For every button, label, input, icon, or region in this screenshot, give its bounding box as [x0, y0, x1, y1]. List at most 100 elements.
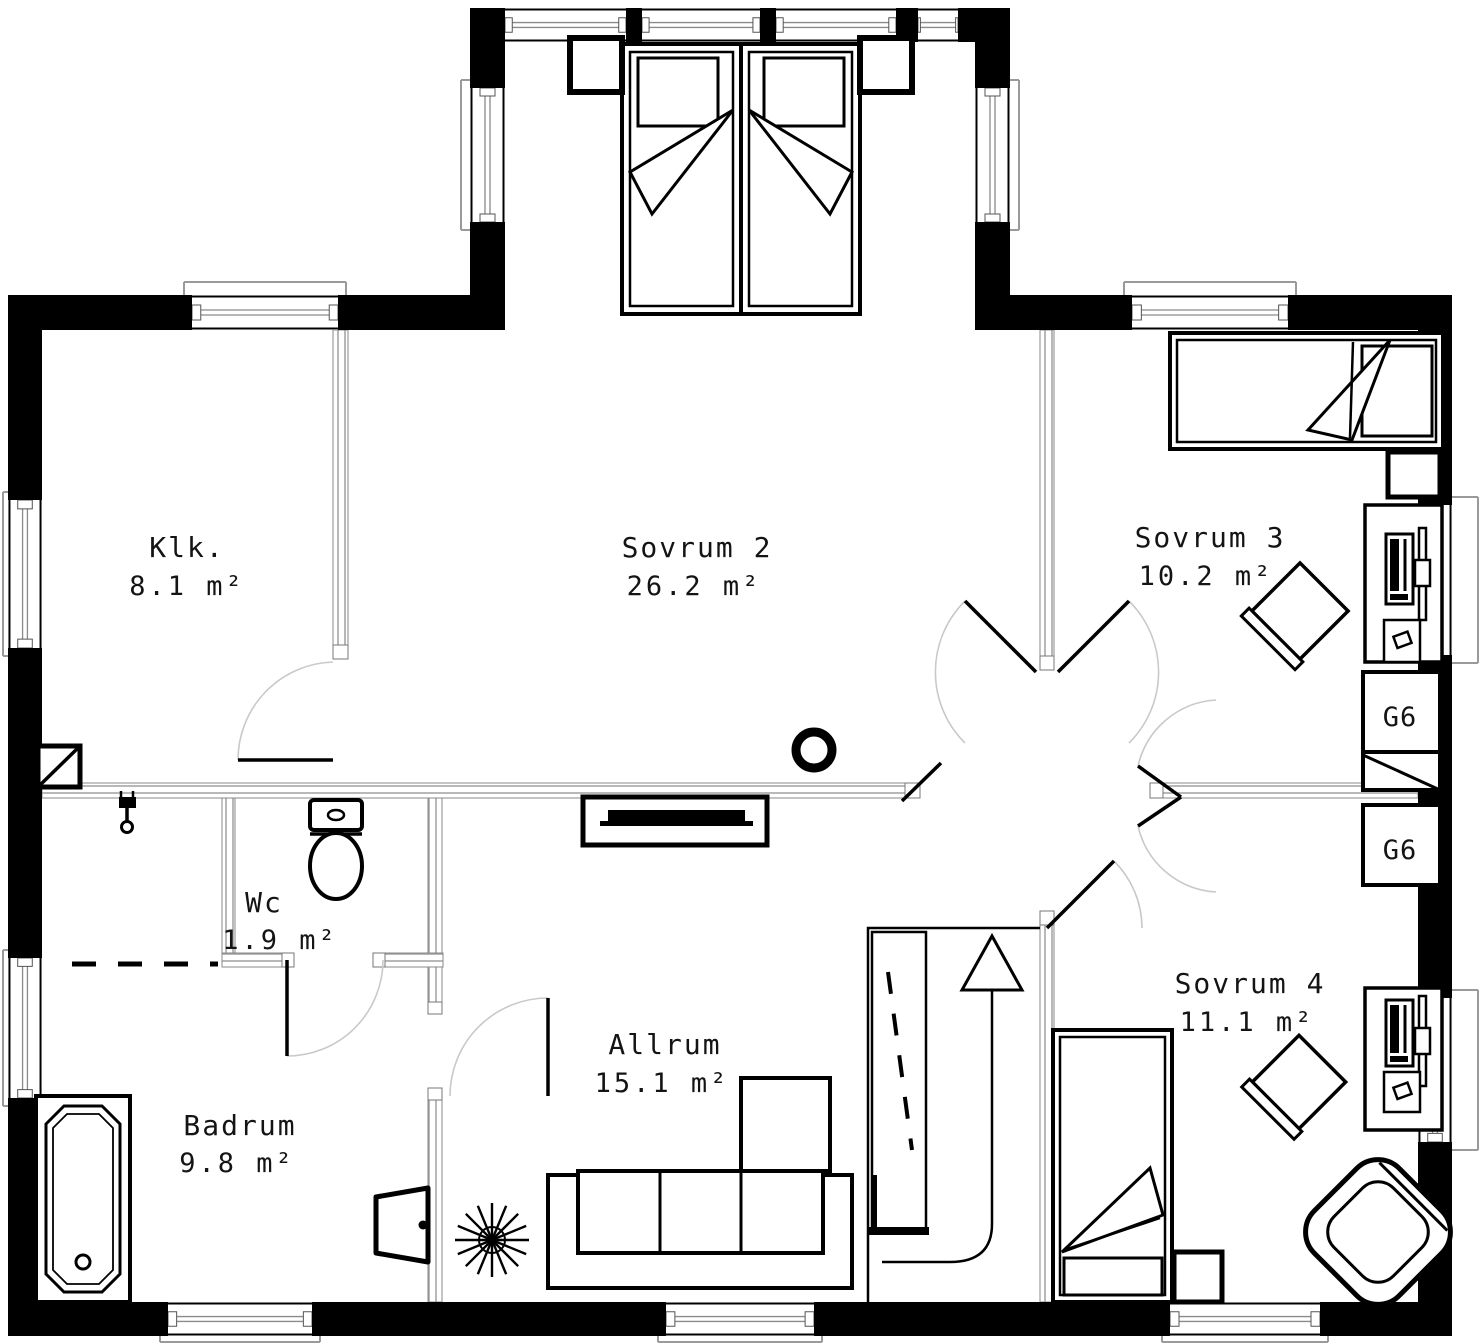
pillow [636, 56, 720, 128]
wall-wc-south-east [384, 952, 444, 968]
interior-walls [41, 329, 1419, 1303]
jamb-cap [1149, 782, 1164, 799]
pillow [762, 56, 846, 128]
room-area-wc: 1.9 m² [222, 925, 338, 956]
mouse-icon [1391, 1081, 1414, 1101]
jamb-cap [1039, 655, 1055, 671]
jamb-cap [332, 644, 349, 660]
room-label-sovrum2: Sovrum 2 [622, 531, 773, 564]
nightstand [857, 35, 915, 95]
window [470, 88, 505, 222]
room-label-klk: Klk. [149, 531, 224, 564]
room-area-allrum: 15.1 m² [595, 1068, 730, 1099]
window-sill [1161, 1336, 1329, 1343]
double-bed-sovrum2 [620, 42, 862, 316]
toilet [308, 798, 364, 901]
tv-bench [580, 794, 770, 848]
window [168, 1302, 312, 1336]
single-bed-sovrum4 [1051, 1028, 1174, 1304]
bathtub [34, 1094, 132, 1304]
stair-arrow-head-icon [959, 932, 1025, 992]
room-label-sovrum3: Sovrum 3 [1135, 521, 1286, 554]
sofa-seats [576, 1169, 825, 1255]
wardrobe-g6-upper [1361, 670, 1442, 754]
sofa [546, 1076, 854, 1290]
jamb-cap [427, 1087, 443, 1101]
window [666, 1302, 814, 1336]
window-sill [1123, 281, 1297, 295]
room-label-badrum: Badrum [183, 1109, 296, 1142]
window [975, 88, 1010, 222]
staircase [866, 926, 1040, 1307]
window [8, 500, 42, 648]
wardrobe-label-g6-upper: G6 [1383, 702, 1418, 733]
window-sill [1452, 989, 1479, 1151]
drain-icon [74, 1253, 92, 1271]
windows [2, 8, 1479, 1343]
jamb-cap [427, 1001, 443, 1015]
chaise [739, 1076, 832, 1173]
desk-chair-sovrum3 [1239, 560, 1351, 672]
toilet-bowl [308, 831, 364, 901]
room-labels: Klk. 8.1 m² Sovrum 2 26.2 m² Sovrum 3 10… [129, 521, 1418, 1179]
shoe-cabinet [1361, 750, 1442, 792]
window [192, 295, 338, 330]
room-label-allrum: Allrum [608, 1028, 721, 1061]
hall-east-doors [1136, 699, 1217, 893]
jamb-cap [372, 952, 386, 968]
mouse-icon [1391, 630, 1414, 650]
stool [791, 727, 837, 773]
window [1170, 1302, 1320, 1336]
window-sill [460, 79, 470, 231]
badrum-door [449, 997, 550, 1097]
window [8, 958, 42, 1098]
sink-drain-icon [418, 1220, 428, 1230]
chair-backrest [1239, 1077, 1304, 1142]
room-area-sovrum4: 11.1 m² [1180, 1007, 1315, 1038]
single-bed-sovrum3 [1168, 331, 1445, 451]
window-sill [1010, 79, 1020, 231]
blanket-fold [747, 108, 854, 217]
room-area-klk: 8.1 m² [129, 571, 245, 602]
room-area-sovrum2: 26.2 m² [627, 571, 762, 602]
hall-corridor-door [900, 761, 943, 803]
armchair [1303, 1157, 1453, 1307]
pillow [1062, 1256, 1164, 1297]
sink [373, 1185, 431, 1265]
wall-klk-east [332, 329, 349, 646]
wardrobe-g6-lower [1361, 803, 1442, 887]
window [1132, 295, 1288, 330]
blanket-fold [628, 108, 735, 217]
window-sill [159, 1336, 321, 1343]
sovrum3-door [1056, 599, 1160, 744]
klk-door [237, 661, 334, 762]
window-sill [2, 949, 8, 1107]
stair-enclosure [866, 926, 1040, 1307]
nightstand [1171, 1249, 1225, 1305]
stair-flight [870, 930, 928, 1234]
wall-sovrum2-sovrum3-divider [1039, 329, 1055, 657]
desk-chair-sovrum4 [1239, 1032, 1349, 1142]
room-label-wc: Wc [245, 886, 283, 919]
mousepad [1382, 1070, 1422, 1114]
blanket-fold [1305, 338, 1392, 442]
tv-icon [608, 810, 745, 822]
desk-sovrum3 [1363, 503, 1444, 664]
faucet-icon [119, 791, 136, 834]
wardrobe-label-g6-lower: G6 [1383, 835, 1418, 866]
furniture [34, 35, 1453, 1307]
plant-icon [455, 1203, 529, 1277]
window-sill [183, 281, 347, 295]
room-area-badrum: 9.8 m² [179, 1148, 295, 1179]
chair-backrest [1239, 606, 1305, 672]
room-label-sovrum4: Sovrum 4 [1175, 967, 1326, 1000]
sovrum2-door [934, 599, 1038, 744]
flush-button-icon [326, 808, 346, 822]
stair-cut-line [886, 971, 914, 1151]
jamb-cap [1039, 910, 1055, 926]
room-area-sovrum3: 10.2 m² [1139, 561, 1274, 592]
window-sill [1452, 496, 1479, 664]
cabinet [35, 743, 83, 790]
